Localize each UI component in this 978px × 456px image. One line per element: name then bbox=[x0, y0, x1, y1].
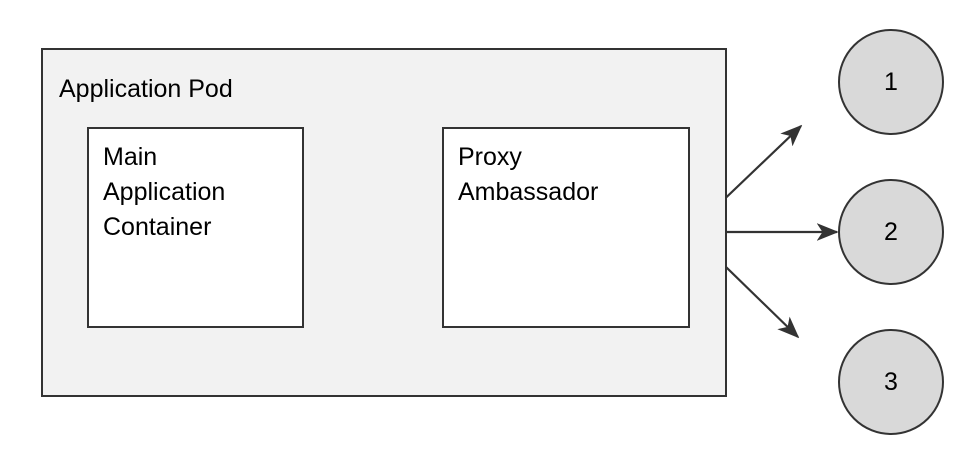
application-pod-label: Application Pod bbox=[59, 75, 233, 103]
backend-node-2-label: 2 bbox=[884, 217, 898, 246]
backend-node-1-label: 1 bbox=[884, 67, 898, 96]
main-application-container-node[interactable]: Main Application Container bbox=[87, 127, 304, 328]
backend-node-2[interactable]: 2 bbox=[838, 179, 944, 285]
proxy-ambassador-label: Proxy Ambassador bbox=[458, 143, 599, 206]
proxy-ambassador-node[interactable]: Proxy Ambassador bbox=[442, 127, 690, 328]
backend-node-1[interactable]: 1 bbox=[838, 29, 944, 135]
backend-node-3-label: 3 bbox=[884, 367, 898, 396]
backend-node-3[interactable]: 3 bbox=[838, 329, 944, 435]
main-application-container-label: Main Application Container bbox=[103, 143, 226, 241]
